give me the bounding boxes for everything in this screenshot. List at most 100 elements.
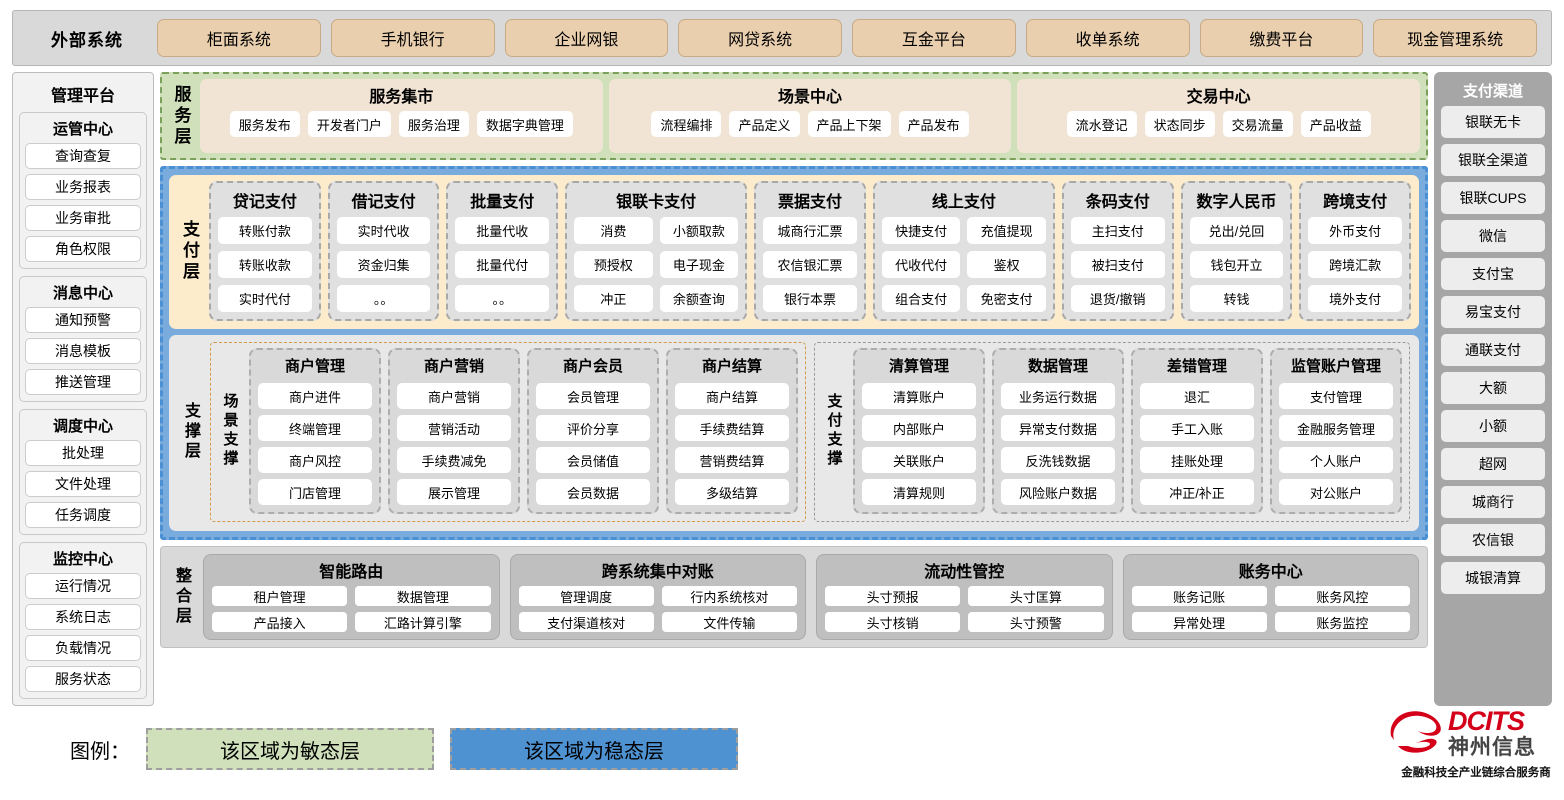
management-item[interactable]: 负载情况: [25, 635, 141, 661]
external-system-chip[interactable]: 企业网银: [504, 19, 669, 57]
support-chip[interactable]: 金融服务管理: [1279, 415, 1393, 441]
service-chip[interactable]: 流程编排: [651, 111, 722, 137]
payment-chip[interactable]: 转账付款: [218, 217, 312, 244]
payment-chip[interactable]: 银行本票: [763, 285, 857, 312]
management-item[interactable]: 业务审批: [25, 205, 141, 231]
payment-chip[interactable]: 批量代付: [455, 251, 550, 278]
external-system-chip[interactable]: 现金管理系统: [1373, 19, 1537, 57]
integration-chip[interactable]: 产品接入: [212, 612, 348, 632]
support-chip[interactable]: 会员管理: [536, 383, 650, 409]
payment-channel-item[interactable]: 支付宝: [1441, 258, 1545, 290]
payment-chip[interactable]: 充值提现: [967, 217, 1046, 244]
payment-chip[interactable]: 实时代收: [336, 217, 431, 244]
payment-chip[interactable]: 钱包开立: [1189, 251, 1284, 278]
support-chip[interactable]: 内部账户: [862, 415, 976, 441]
support-chip[interactable]: 会员储值: [536, 447, 650, 473]
integration-chip[interactable]: 管理调度: [518, 586, 654, 606]
support-chip[interactable]: 挂账处理: [1140, 447, 1254, 473]
payment-channel-item[interactable]: 大额: [1441, 372, 1545, 404]
integration-chip[interactable]: 头寸核销: [825, 612, 961, 632]
integration-chip[interactable]: 头寸预警: [968, 612, 1104, 632]
integration-chip[interactable]: 数据管理: [355, 586, 491, 606]
management-item[interactable]: 系统日志: [25, 604, 141, 630]
support-chip[interactable]: 对公账户: [1279, 479, 1393, 505]
management-item[interactable]: 消息模板: [25, 338, 141, 364]
integration-chip[interactable]: 头寸预报: [825, 586, 961, 606]
support-chip[interactable]: 支付管理: [1279, 383, 1393, 409]
payment-chip[interactable]: 转钱: [1189, 285, 1284, 312]
payment-channel-item[interactable]: 微信: [1441, 220, 1545, 252]
payment-channel-item[interactable]: 银联全渠道: [1441, 144, 1545, 176]
support-chip[interactable]: 评价分享: [536, 415, 650, 441]
payment-chip[interactable]: 。。: [336, 285, 431, 312]
integration-chip[interactable]: 异常处理: [1131, 612, 1267, 632]
payment-chip[interactable]: 农信银汇票: [763, 251, 857, 278]
management-item[interactable]: 服务状态: [25, 666, 141, 692]
integration-chip[interactable]: 租户管理: [212, 586, 348, 606]
integration-chip[interactable]: 文件传输: [661, 612, 797, 632]
payment-chip[interactable]: 境外支付: [1308, 285, 1403, 312]
integration-chip[interactable]: 汇路计算引擎: [355, 612, 491, 632]
support-chip[interactable]: 营销费结算: [675, 447, 789, 473]
service-chip[interactable]: 服务治理: [398, 111, 469, 137]
service-chip[interactable]: 流水登记: [1066, 111, 1137, 137]
service-chip[interactable]: 产品收益: [1300, 111, 1371, 137]
payment-chip[interactable]: 电子现金: [659, 251, 739, 278]
service-chip[interactable]: 产品定义: [729, 111, 800, 137]
payment-chip[interactable]: 组合支付: [881, 285, 961, 312]
external-system-chip[interactable]: 网贷系统: [678, 19, 842, 57]
support-chip[interactable]: 多级结算: [675, 479, 789, 505]
support-chip[interactable]: 展示管理: [397, 479, 511, 505]
payment-chip[interactable]: 鉴权: [967, 251, 1046, 278]
management-item[interactable]: 通知预警: [25, 307, 141, 333]
payment-channel-item[interactable]: 超网: [1441, 448, 1545, 480]
payment-chip[interactable]: 退货/撤销: [1070, 285, 1165, 312]
support-chip[interactable]: 手工入账: [1140, 415, 1254, 441]
support-chip[interactable]: 终端管理: [258, 415, 372, 441]
payment-channel-item[interactable]: 小额: [1441, 410, 1545, 442]
payment-chip[interactable]: 代收代付: [881, 251, 961, 278]
payment-chip[interactable]: 快捷支付: [881, 217, 961, 244]
payment-chip[interactable]: 兑出/兑回: [1189, 217, 1284, 244]
management-item[interactable]: 业务报表: [25, 174, 141, 200]
payment-chip[interactable]: 资金归集: [336, 251, 431, 278]
support-chip[interactable]: 手续费减免: [397, 447, 511, 473]
external-system-chip[interactable]: 互金平台: [852, 19, 1016, 57]
management-item[interactable]: 批处理: [25, 440, 141, 466]
management-item[interactable]: 角色权限: [25, 236, 141, 262]
external-system-chip[interactable]: 手机银行: [330, 19, 495, 57]
support-chip[interactable]: 冲正/补正: [1140, 479, 1254, 505]
management-item[interactable]: 文件处理: [25, 471, 141, 497]
payment-chip[interactable]: 冲正: [574, 285, 653, 312]
support-chip[interactable]: 手续费结算: [675, 415, 789, 441]
support-chip[interactable]: 风险账户数据: [1001, 479, 1115, 505]
support-chip[interactable]: 业务运行数据: [1001, 383, 1115, 409]
integration-chip[interactable]: 账务风控: [1274, 586, 1410, 606]
integration-chip[interactable]: 行内系统核对: [661, 586, 797, 606]
payment-channel-item[interactable]: 农信银: [1441, 524, 1545, 556]
integration-chip[interactable]: 头寸匡算: [968, 586, 1104, 606]
support-chip[interactable]: 商户营销: [397, 383, 511, 409]
support-chip[interactable]: 异常支付数据: [1001, 415, 1115, 441]
payment-chip[interactable]: 实时代付: [218, 285, 312, 312]
payment-channel-item[interactable]: 易宝支付: [1441, 296, 1545, 328]
external-system-chip[interactable]: 柜面系统: [157, 19, 321, 57]
payment-chip[interactable]: 外币支付: [1308, 217, 1403, 244]
support-chip[interactable]: 商户风控: [258, 447, 372, 473]
payment-channel-item[interactable]: 城银清算: [1441, 562, 1545, 594]
support-chip[interactable]: 商户进件: [258, 383, 372, 409]
management-item[interactable]: 查询查复: [25, 143, 141, 169]
service-chip[interactable]: 状态同步: [1144, 111, 1215, 137]
external-system-chip[interactable]: 收单系统: [1025, 19, 1190, 57]
payment-chip[interactable]: 余额查询: [659, 285, 739, 312]
payment-channel-item[interactable]: 通联支付: [1441, 334, 1545, 366]
support-chip[interactable]: 营销活动: [397, 415, 511, 441]
external-system-chip[interactable]: 缴费平台: [1199, 19, 1364, 57]
payment-chip[interactable]: 跨境汇款: [1308, 251, 1403, 278]
service-chip[interactable]: 数据字典管理: [476, 111, 573, 137]
payment-chip[interactable]: 被扫支付: [1070, 251, 1165, 278]
service-chip[interactable]: 服务发布: [229, 111, 300, 137]
support-chip[interactable]: 关联账户: [862, 447, 976, 473]
service-chip[interactable]: 交易流量: [1222, 111, 1293, 137]
support-chip[interactable]: 商户结算: [675, 383, 789, 409]
